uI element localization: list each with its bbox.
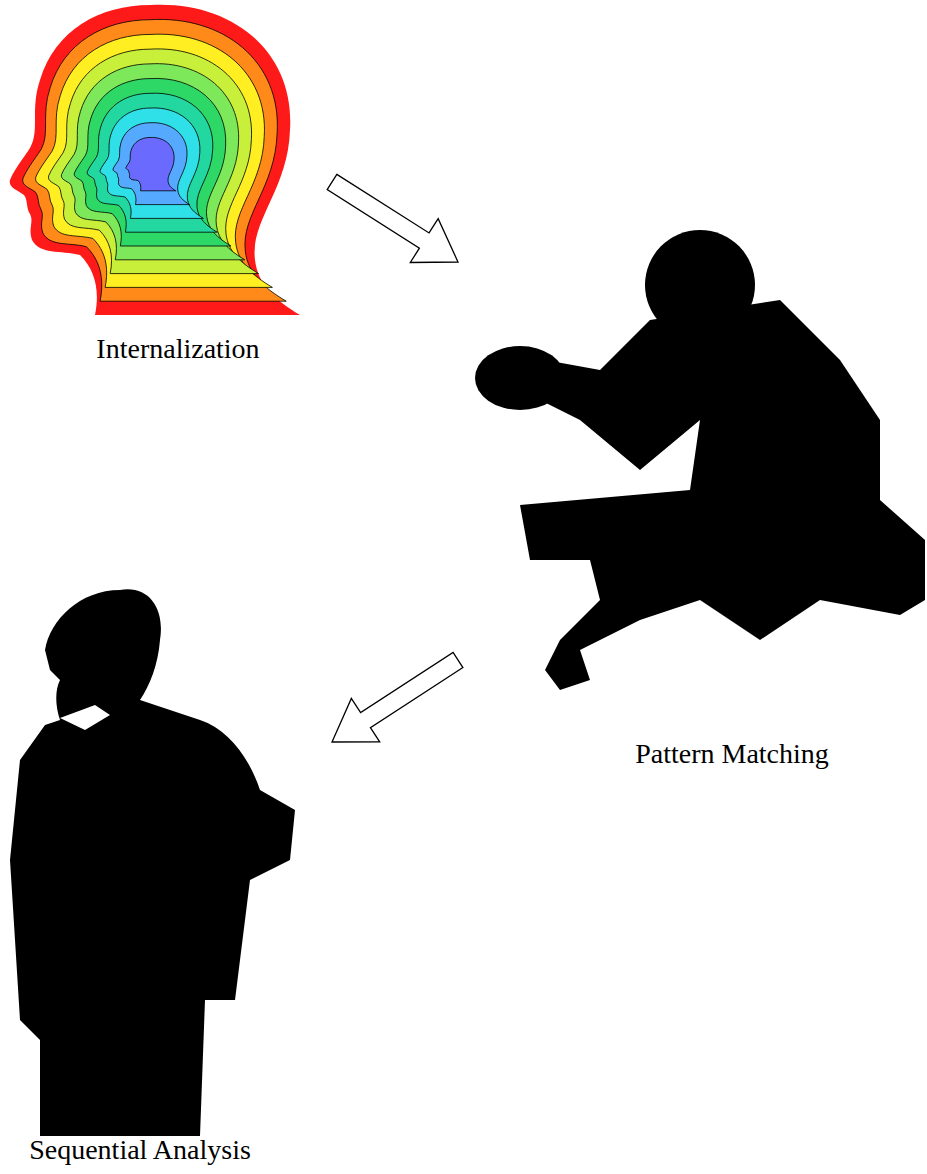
figure-node: Sequential Analysis [0,585,330,1174]
figure-illustration [0,585,330,1174]
head-layer [74,78,231,246]
head-layer [126,137,176,190]
head-layer [100,108,203,218]
figure-caption: Internalization [96,333,261,365]
figure-node: Pattern Matching [460,230,927,775]
head-layer [61,64,244,260]
figure-caption: Sequential Analysis [29,1134,252,1166]
head-layer [10,5,300,315]
head-layer [87,93,217,232]
head-layer [36,34,273,287]
figure-caption: Pattern Matching [635,738,830,770]
hollow-arrow [327,174,458,262]
figure-illustration [0,0,330,375]
hollow-arrow [332,652,463,742]
figure-node: Internalization [0,0,330,375]
head-layer [48,49,258,274]
figure-illustration [460,230,927,775]
head-layer [23,19,287,301]
head-layer [113,123,190,205]
crouching-silhouette [520,300,925,690]
standing-silhouette [10,589,295,1136]
hand-gap [60,705,110,730]
